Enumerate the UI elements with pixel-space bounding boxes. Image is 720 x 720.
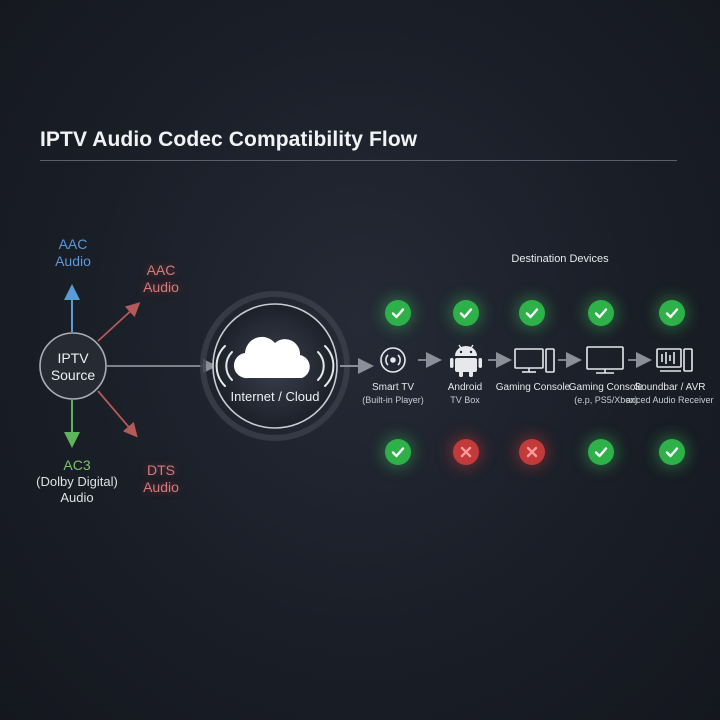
device-name: Gaming Console — [568, 382, 644, 393]
status-bottom-smart-tv — [385, 439, 411, 465]
codec-aac-up-name: AAC — [58, 236, 88, 252]
gaming-console-icon — [514, 348, 555, 373]
android-icon — [450, 344, 482, 377]
device-label-gaming-console-1: Gaming Console — [487, 382, 579, 394]
source-node — [39, 332, 107, 400]
device-name: Smart TV — [371, 382, 415, 393]
check-icon — [391, 308, 405, 319]
status-top-smart-tv — [385, 300, 411, 326]
status-top-android — [453, 300, 479, 326]
check-icon — [594, 447, 608, 458]
status-top-gaming-console-2 — [588, 300, 614, 326]
codec-aac-diag-type: Audio — [143, 279, 179, 295]
check-icon — [391, 447, 405, 458]
device-name: Android — [447, 382, 483, 393]
cross-icon — [460, 446, 472, 458]
status-bottom-gaming-console-1 — [519, 439, 545, 465]
device-label-soundbar: Soundbar / AVR anced Audio Receiver) — [626, 382, 714, 406]
device-sub: (e.p, PS5/Xbox) — [574, 395, 638, 405]
codec-dts-type: Audio — [143, 479, 179, 495]
cross-icon — [526, 446, 538, 458]
arrow-dts — [97, 390, 138, 438]
check-icon — [459, 308, 473, 319]
source-label-line1: IPTV — [57, 350, 89, 366]
device-sub: (Built-in Player) — [362, 395, 424, 405]
device-label-gaming-console-2: Gaming Console (e.p, PS5/Xbox) — [560, 382, 652, 406]
arrow-aac-diag — [97, 302, 141, 342]
gaming-console-icon — [586, 346, 624, 374]
cloud-label: Internet / Cloud — [230, 389, 320, 404]
codec-aac-diag-name: AAC — [146, 262, 176, 278]
signal-waves-icon — [215, 345, 335, 387]
page-title: IPTV Audio Codec Compatibility Flow — [40, 128, 418, 151]
device-name: Gaming Console — [495, 382, 571, 393]
codec-ac3-sub: (Dolby Digital) — [36, 474, 118, 489]
codec-ac3-label: AC3 (Dolby Digital) Audio — [30, 457, 124, 506]
source-label: IPTV Source — [40, 350, 106, 384]
codec-ac3-type: Audio — [60, 490, 94, 505]
codec-dts-name: DTS — [147, 462, 175, 478]
device-sub: anced Audio Receiver) — [626, 395, 714, 405]
codec-aac-up-type: Audio — [55, 253, 91, 269]
status-bottom-soundbar — [659, 439, 685, 465]
check-icon — [525, 308, 539, 319]
smart-tv-icon — [380, 347, 406, 373]
title-divider — [40, 160, 677, 161]
device-label-android: Android TV Box — [419, 382, 511, 406]
device-name: Soundbar / AVR — [634, 382, 706, 393]
status-bottom-gaming-console-2 — [588, 439, 614, 465]
codec-aac-up-label: AAC Audio — [48, 236, 98, 270]
device-label-smart-tv: Smart TV (Built-in Player) — [347, 382, 439, 406]
destination-title: Destination Devices — [511, 253, 609, 265]
status-bottom-android — [453, 439, 479, 465]
soundbar-icon — [656, 348, 693, 372]
check-icon — [665, 447, 679, 458]
codec-aac-diag-label: AAC Audio — [136, 262, 186, 296]
check-icon — [594, 308, 608, 319]
source-label-line2: Source — [50, 367, 96, 383]
status-top-soundbar — [659, 300, 685, 326]
status-top-gaming-console-1 — [519, 300, 545, 326]
codec-ac3-name: AC3 — [63, 457, 91, 473]
device-sub: TV Box — [450, 395, 480, 405]
cloud-icon — [233, 336, 310, 379]
check-icon — [665, 308, 679, 319]
codec-dts-label: DTS Audio — [136, 462, 186, 496]
